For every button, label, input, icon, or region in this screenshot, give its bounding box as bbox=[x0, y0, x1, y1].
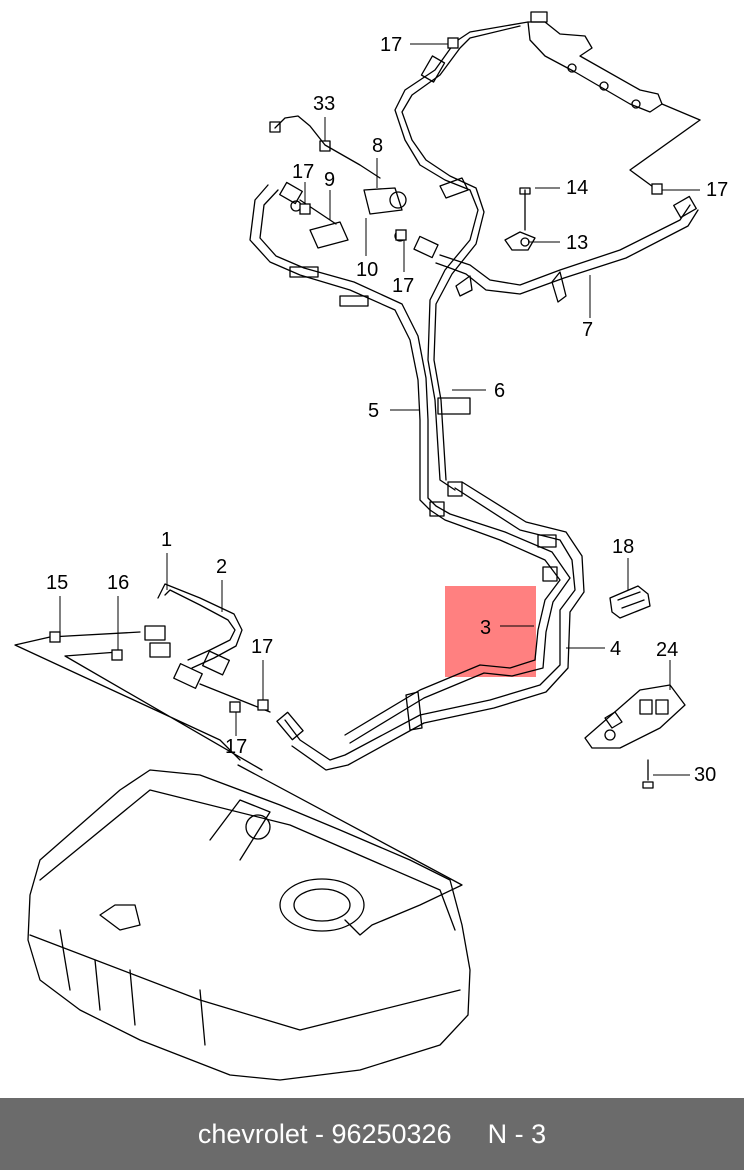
highlight-part-3 bbox=[445, 586, 536, 677]
bolt-14 bbox=[519, 187, 531, 231]
clip-16 bbox=[111, 649, 123, 661]
callout-17-bottom: 17 bbox=[225, 736, 247, 758]
clamp-13 bbox=[504, 231, 536, 251]
clip-17-top bbox=[447, 37, 459, 49]
callout-17-left: 17 bbox=[251, 636, 273, 658]
callout-5: 5 bbox=[368, 400, 379, 422]
sensor-wire-33 bbox=[274, 115, 381, 179]
callout-17-right: 17 bbox=[706, 179, 728, 201]
callout-17-mid: 17 bbox=[392, 275, 414, 297]
callout-33: 33 bbox=[313, 93, 335, 115]
callout-7: 7 bbox=[582, 319, 593, 341]
line-4 bbox=[276, 481, 585, 771]
fuel-tank bbox=[27, 769, 471, 1081]
callout-9: 9 bbox=[324, 169, 335, 191]
clip-17-left bbox=[257, 699, 269, 711]
supply-line-upper bbox=[394, 21, 529, 491]
fuel-rail bbox=[527, 11, 701, 121]
line-6-clip bbox=[437, 397, 471, 415]
fuel-filter-8 bbox=[279, 181, 439, 259]
clip-17-bottom bbox=[229, 701, 241, 713]
callout-16: 16 bbox=[107, 572, 129, 594]
callout-15: 15 bbox=[46, 572, 68, 594]
bracket-24 bbox=[584, 684, 686, 749]
callout-17-top: 17 bbox=[380, 34, 402, 56]
bracket-18 bbox=[609, 585, 651, 619]
return-line-7 bbox=[435, 119, 701, 303]
line-5 bbox=[249, 184, 571, 744]
callout-3: 3 bbox=[480, 617, 491, 639]
callout-4: 4 bbox=[610, 638, 621, 660]
callout-14: 14 bbox=[566, 177, 588, 199]
callout-10: 10 bbox=[356, 259, 378, 281]
clip-17-mid bbox=[395, 229, 407, 241]
callout-8: 8 bbox=[372, 135, 383, 157]
frame-line-tank bbox=[237, 764, 463, 936]
clip-17-right bbox=[651, 183, 663, 195]
callout-2: 2 bbox=[216, 556, 227, 578]
callout-reference: N - 3 bbox=[487, 1118, 547, 1149]
part-label: chevrolet - 96250326 bbox=[197, 1118, 452, 1149]
clip-17-filter bbox=[299, 203, 311, 215]
callout-1: 1 bbox=[161, 529, 172, 551]
clip-15 bbox=[49, 631, 61, 643]
callout-24: 24 bbox=[656, 639, 678, 661]
callout-6: 6 bbox=[494, 380, 505, 402]
fuel-system-parts-diagram: 17 33 8 17 9 14 17 13 10 17 7 6 5 1 18 2… bbox=[14, 11, 728, 1081]
callout-30: 30 bbox=[694, 764, 716, 786]
part-info-footer: chevrolet - 96250326 N - 3 bbox=[0, 1098, 744, 1170]
bolt-30 bbox=[642, 759, 654, 789]
callout-17-filter: 17 bbox=[292, 161, 314, 183]
callout-13: 13 bbox=[566, 232, 588, 254]
callout-18: 18 bbox=[612, 536, 634, 558]
